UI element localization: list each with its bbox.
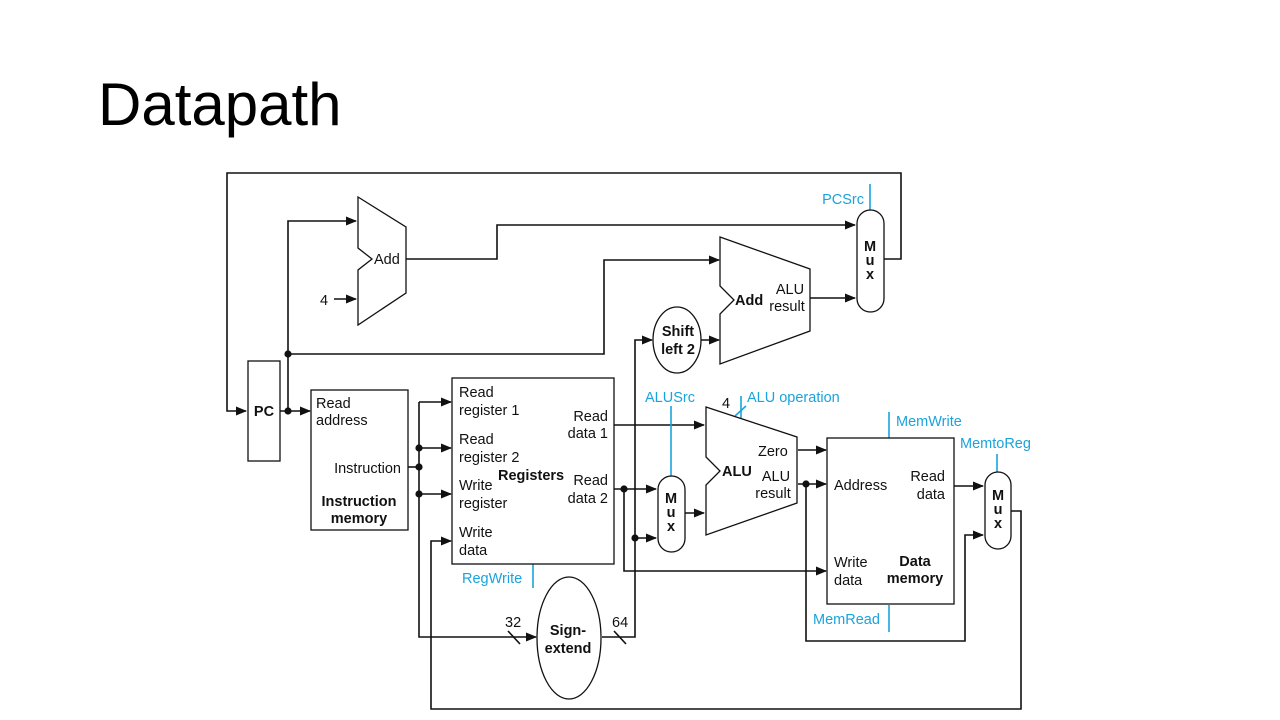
imem-name-2: memory	[331, 511, 387, 527]
reg-write-register-a: Write	[459, 478, 493, 494]
dmem-name-1: Data	[899, 554, 931, 570]
junction-dot	[631, 534, 639, 542]
bus-width-64: 64	[612, 615, 628, 631]
data-wires	[226, 172, 1022, 710]
mux-letter-m: M	[992, 488, 1004, 504]
junction-dot	[415, 490, 423, 498]
alu-result-label-1: ALU	[762, 469, 790, 485]
dmem-read-data-2: data	[917, 487, 946, 503]
alu-result-label-2: result	[755, 486, 790, 502]
junction-dot	[620, 485, 628, 493]
pc-adder: Add	[357, 195, 407, 327]
wire-instruction-bus	[418, 402, 538, 642]
imem-read-address-2: address	[316, 413, 368, 429]
mux-letter-u: u	[994, 502, 1003, 518]
branch-adder-result-1: ALU	[776, 282, 804, 298]
bus-width-32: 32	[505, 615, 521, 631]
branch-adder: Add ALU result	[719, 236, 811, 365]
mux-letter-x: x	[667, 519, 675, 535]
junction-dot	[802, 480, 810, 488]
pc-label: PC	[254, 404, 275, 420]
wire-to-mem-write-data	[623, 489, 828, 576]
sign-extend-label-2: extend	[545, 641, 592, 657]
dmem-read-data-1: Read	[910, 469, 945, 485]
pcsrc-label: PCSrc	[822, 192, 864, 208]
pc-source-mux: M u x	[856, 209, 885, 313]
alu-label: ALU	[722, 464, 752, 480]
mux-letter-u: u	[667, 505, 676, 521]
reg-read-data-1-a: Read	[573, 409, 608, 425]
reg-read-register-2-b: register 2	[459, 450, 519, 466]
wire-writeback	[430, 510, 1022, 710]
pc-adder-label: Add	[374, 252, 400, 268]
wire-pc-to-add	[287, 216, 358, 411]
shift-left-2: Shift left 2	[652, 306, 702, 374]
pc-register: PC	[247, 360, 281, 462]
alu-operation-label: ALU operation	[747, 390, 840, 406]
memtoreg-label: MemtoReg	[960, 436, 1031, 452]
alu-operation-tick	[734, 405, 747, 417]
alu-source-mux: M u x	[657, 475, 686, 553]
mux-letter-x: x	[866, 267, 874, 283]
junction-dot	[415, 463, 423, 471]
mux-letter-u: u	[866, 253, 875, 269]
dmem-write-data-2: data	[834, 573, 863, 589]
dmem-name-2: memory	[887, 571, 943, 587]
regwrite-label: RegWrite	[462, 571, 522, 587]
dmem-write-data-1: Write	[834, 555, 868, 571]
alusrc-label: ALUSrc	[645, 390, 695, 406]
mux-letter-m: M	[665, 491, 677, 507]
imem-instruction: Instruction	[334, 461, 401, 477]
mux-letter-x: x	[994, 516, 1002, 532]
bus-tick-64	[613, 630, 627, 645]
reg-write-data-a: Write	[459, 525, 493, 541]
branch-adder-result-2: result	[769, 299, 804, 315]
wire-add-to-pc-mux	[406, 220, 857, 260]
bus-tick-32	[507, 630, 521, 645]
dmem-address: Address	[834, 478, 887, 494]
wire-pc-mux-to-pc	[226, 172, 902, 416]
reg-name: Registers	[498, 468, 564, 484]
junction-dot	[415, 444, 423, 452]
instruction-memory: Read address Instruction Instruction mem…	[310, 389, 409, 531]
reg-read-register-1-a: Read	[459, 385, 494, 401]
sign-extend: Sign- extend	[536, 576, 602, 700]
reg-read-data-1-b: data 1	[568, 426, 608, 442]
alu: ALU Zero ALU result	[705, 406, 798, 536]
imem-read-address-1: Read	[316, 396, 351, 412]
memwrite-label: MemWrite	[896, 414, 962, 430]
imem-name-1: Instruction	[322, 494, 397, 510]
alu-op-width: 4	[722, 396, 730, 412]
shift-left-label-2: left 2	[661, 342, 695, 358]
register-file: Read register 1 Read register 2 Write re…	[451, 377, 615, 565]
reg-read-register-1-b: register 1	[459, 403, 519, 419]
alu-zero-label: Zero	[758, 444, 788, 460]
reg-read-data-2-b: data 2	[568, 491, 608, 507]
shift-left-label-1: Shift	[662, 324, 694, 340]
reg-read-register-2-a: Read	[459, 432, 494, 448]
control-wires	[532, 184, 998, 632]
slide-title: Datapath	[98, 71, 342, 138]
data-memory: Address Read data Write data Data memory	[826, 437, 955, 605]
reg-read-data-2-a: Read	[573, 473, 608, 489]
memtoreg-mux: M u x	[984, 471, 1012, 550]
reg-write-data-b: data	[459, 543, 488, 559]
wire-pc-to-branch-add	[288, 255, 721, 355]
branch-adder-label: Add	[735, 293, 763, 309]
wire-alu-bypass	[805, 484, 985, 642]
mux-letter-m: M	[864, 239, 876, 255]
reg-write-register-b: register	[459, 496, 508, 512]
constant-four: 4	[320, 293, 328, 309]
junction-dot	[284, 350, 292, 358]
memread-label: MemRead	[813, 612, 880, 628]
sign-extend-label-1: Sign-	[550, 623, 586, 639]
junction-dot	[284, 407, 292, 415]
